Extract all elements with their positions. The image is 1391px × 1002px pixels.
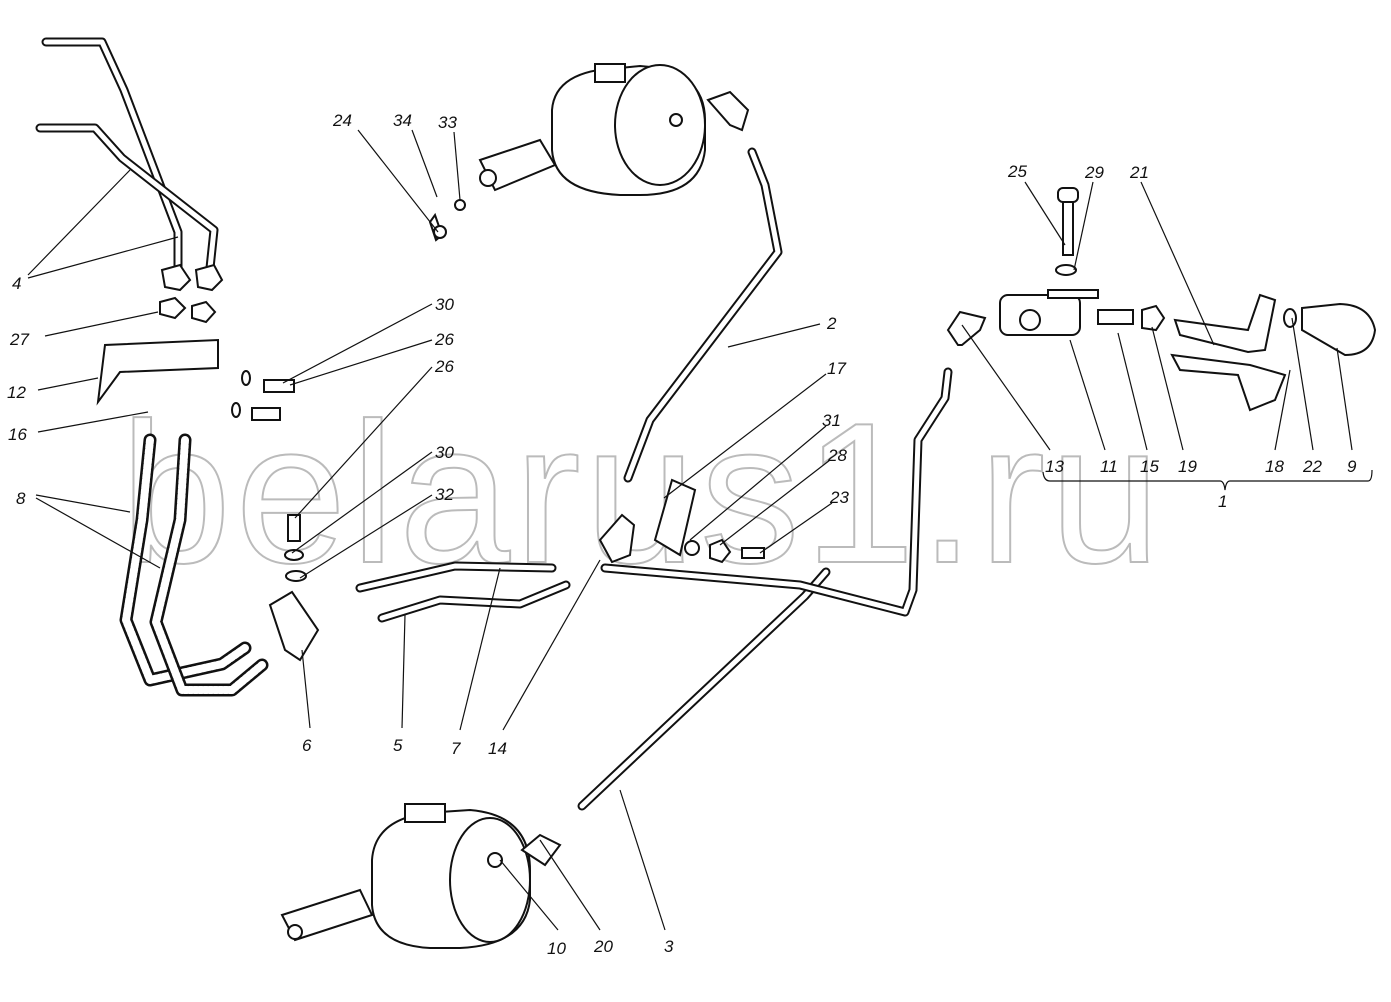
label-17: 17 <box>827 359 846 378</box>
label-6: 6 <box>302 736 312 755</box>
bolt-24 <box>433 225 447 239</box>
pipe-4a <box>41 37 183 273</box>
label-13: 13 <box>1045 457 1064 476</box>
label-4: 4 <box>12 274 21 293</box>
label-30: 30 <box>435 295 454 314</box>
label-19: 19 <box>1178 457 1197 476</box>
label-33: 33 <box>438 113 457 132</box>
pipes <box>35 37 953 811</box>
label-30-b: 30 <box>435 443 454 462</box>
label-23: 23 <box>829 488 849 507</box>
callout-labels: 24 34 33 4 27 12 16 8 30 26 26 30 32 6 5… <box>7 111 1357 958</box>
pipe-5-inner <box>379 582 569 621</box>
nut-19 <box>1141 304 1166 332</box>
label-25: 25 <box>1007 162 1027 181</box>
label-24: 24 <box>332 111 352 130</box>
hose-8a-inner <box>122 436 249 684</box>
pipe-4b <box>35 123 219 273</box>
bracket-21a <box>1173 293 1277 354</box>
housing-9 <box>1301 302 1377 357</box>
pipe-7-inner <box>357 563 555 591</box>
label-11: 11 <box>1100 457 1118 476</box>
label-14: 14 <box>488 739 507 758</box>
nut-27a <box>159 296 187 320</box>
label-26-b: 26 <box>434 357 454 376</box>
washer-31 <box>684 540 700 556</box>
pipe-4a-inner <box>43 39 181 271</box>
label-28: 28 <box>827 446 847 465</box>
spring-15 <box>1097 309 1134 325</box>
bolt-26a <box>263 379 295 393</box>
label-9: 9 <box>1347 457 1357 476</box>
label-1: 1 <box>1218 492 1227 511</box>
label-21: 21 <box>1129 163 1149 182</box>
label-31: 31 <box>822 411 841 430</box>
nut-28 <box>709 538 732 564</box>
brake-chamber-bottom <box>280 803 562 949</box>
bracket-21b <box>1170 353 1287 412</box>
label-22: 22 <box>1302 457 1322 476</box>
valve-11 <box>999 294 1081 336</box>
label-29: 29 <box>1084 163 1104 182</box>
label-2: 2 <box>826 314 837 333</box>
hose-8b-inner <box>152 436 266 694</box>
pipe-2-inner <box>625 149 781 481</box>
elbow-13 <box>946 310 987 346</box>
fitting-23 <box>741 547 765 559</box>
brake-chamber-top <box>478 63 750 196</box>
bolt-26c <box>287 514 301 542</box>
pipe-long-inner <box>602 369 951 615</box>
label-7: 7 <box>451 739 461 758</box>
label-5: 5 <box>393 736 403 755</box>
bolt-26b <box>251 407 281 421</box>
label-3: 3 <box>664 937 674 956</box>
label-16: 16 <box>8 425 27 444</box>
bracket-12 <box>96 338 219 406</box>
assembly-brace <box>1042 469 1373 491</box>
washer-33 <box>454 199 466 211</box>
label-12: 12 <box>7 383 26 402</box>
label-32: 32 <box>435 485 454 504</box>
pipe-4b-inner <box>37 125 217 271</box>
small-parts <box>96 187 1377 662</box>
label-15: 15 <box>1140 457 1159 476</box>
nut-27b <box>191 300 217 324</box>
bolt-25 <box>1062 199 1074 256</box>
label-18: 18 <box>1265 457 1284 476</box>
label-8: 8 <box>16 489 26 508</box>
label-20: 20 <box>593 937 613 956</box>
plate-17 <box>653 478 697 557</box>
label-10: 10 <box>547 939 566 958</box>
tee-14 <box>598 513 636 564</box>
pipe-3-inner <box>579 569 829 809</box>
label-34: 34 <box>393 111 412 130</box>
tee-6 <box>268 590 320 662</box>
ring-22 <box>1283 308 1297 328</box>
leader-lines <box>27 129 1373 931</box>
label-27: 27 <box>9 330 29 349</box>
washer-29 <box>1055 264 1077 276</box>
label-26: 26 <box>434 330 454 349</box>
